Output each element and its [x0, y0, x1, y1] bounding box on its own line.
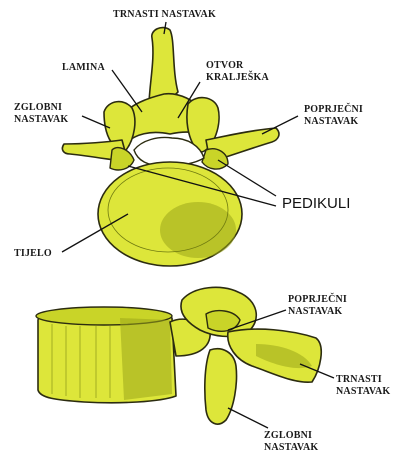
label-articular-top-2: NASTAVAK	[14, 114, 68, 125]
label-foramen-1: OTVOR	[206, 60, 244, 71]
label-transverse-top-2: NASTAVAK	[304, 116, 358, 127]
label-pedicles: PEDIKULI	[282, 195, 350, 212]
label-articular-top-1: ZGLOBNI	[14, 102, 62, 113]
label-articular-side-1: ZGLOBNI	[264, 430, 312, 441]
label-lamina: LAMINA	[62, 62, 105, 73]
articular-process-side	[205, 349, 237, 424]
label-body: TIJELO	[14, 248, 52, 259]
label-foramen-2: KRALJEŠKA	[206, 70, 270, 83]
label-articular-side-2: NASTAVAK	[264, 442, 318, 453]
label-transverse-side-1: POPRJEČNI	[288, 292, 347, 305]
label-spinous-side-1: TRNASTI	[336, 374, 382, 385]
label-spinous-side-2: NASTAVAK	[336, 386, 390, 397]
side-vertebra	[36, 287, 321, 424]
label-transverse-top-1: POPRJEČNI	[304, 102, 363, 115]
label-spinous-top: TRNASTI NASTAVAK	[113, 9, 216, 20]
label-transverse-side-2: NASTAVAK	[288, 306, 342, 317]
